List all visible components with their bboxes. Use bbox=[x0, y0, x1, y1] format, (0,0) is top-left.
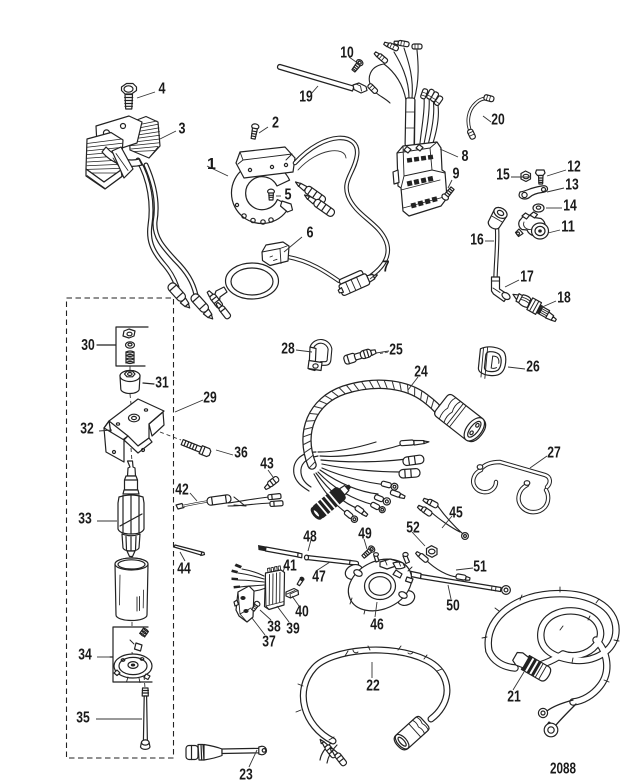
svg-text:26: 26 bbox=[526, 359, 540, 376]
svg-text:42: 42 bbox=[175, 482, 189, 499]
svg-text:31: 31 bbox=[155, 375, 169, 392]
svg-text:38: 38 bbox=[267, 619, 281, 636]
svg-text:29: 29 bbox=[203, 390, 217, 407]
svg-text:2088: 2088 bbox=[550, 761, 576, 778]
svg-text:50: 50 bbox=[446, 598, 460, 615]
svg-text:43: 43 bbox=[260, 456, 274, 473]
svg-text:37: 37 bbox=[262, 634, 276, 651]
svg-text:28: 28 bbox=[281, 341, 295, 358]
svg-text:41: 41 bbox=[283, 558, 297, 575]
svg-text:4: 4 bbox=[159, 81, 166, 98]
svg-text:35: 35 bbox=[76, 710, 90, 727]
svg-text:40: 40 bbox=[295, 604, 309, 621]
svg-text:48: 48 bbox=[303, 529, 317, 546]
svg-text:11: 11 bbox=[561, 219, 575, 236]
svg-text:10: 10 bbox=[340, 45, 354, 62]
svg-text:46: 46 bbox=[370, 617, 384, 634]
svg-text:5: 5 bbox=[285, 187, 292, 204]
svg-text:25: 25 bbox=[389, 342, 403, 359]
svg-text:8: 8 bbox=[462, 148, 469, 165]
svg-text:34: 34 bbox=[78, 647, 92, 664]
svg-text:20: 20 bbox=[491, 112, 505, 129]
svg-text:2: 2 bbox=[272, 115, 279, 132]
svg-text:44: 44 bbox=[177, 561, 191, 578]
svg-text:47: 47 bbox=[312, 569, 326, 586]
svg-text:1: 1 bbox=[207, 156, 216, 173]
svg-text:51: 51 bbox=[473, 559, 487, 576]
svg-text:45: 45 bbox=[449, 505, 463, 522]
svg-text:16: 16 bbox=[470, 232, 484, 249]
svg-text:23: 23 bbox=[239, 767, 253, 781]
svg-text:3: 3 bbox=[179, 121, 186, 138]
svg-text:33: 33 bbox=[78, 511, 92, 528]
svg-text:15: 15 bbox=[496, 167, 510, 184]
svg-text:27: 27 bbox=[547, 445, 561, 462]
svg-text:13: 13 bbox=[565, 177, 579, 194]
svg-text:52: 52 bbox=[406, 520, 420, 537]
svg-text:19: 19 bbox=[299, 89, 313, 106]
svg-text:30: 30 bbox=[81, 337, 95, 354]
svg-text:24: 24 bbox=[414, 364, 428, 381]
svg-text:18: 18 bbox=[557, 290, 571, 307]
svg-text:6: 6 bbox=[307, 225, 314, 242]
svg-text:22: 22 bbox=[366, 678, 380, 695]
svg-text:12: 12 bbox=[567, 159, 581, 176]
svg-text:39: 39 bbox=[286, 621, 300, 638]
svg-text:14: 14 bbox=[563, 198, 577, 215]
svg-text:32: 32 bbox=[80, 421, 94, 438]
svg-text:17: 17 bbox=[520, 269, 534, 286]
svg-text:9: 9 bbox=[453, 166, 460, 183]
svg-text:7: 7 bbox=[383, 259, 390, 276]
svg-text:21: 21 bbox=[507, 689, 521, 706]
svg-text:49: 49 bbox=[358, 526, 372, 543]
svg-text:36: 36 bbox=[234, 445, 248, 462]
